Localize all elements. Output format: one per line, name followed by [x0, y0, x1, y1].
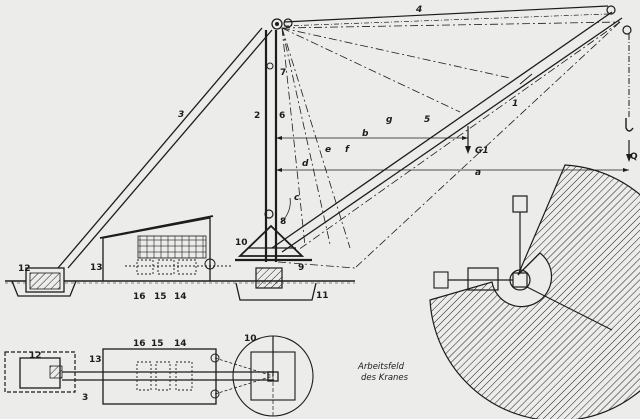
crane-mast — [264, 18, 283, 262]
label-plan-winch-15: 15 — [151, 339, 164, 349]
label-dim-d: d — [302, 159, 309, 169]
label-pulley: 7 — [280, 68, 286, 78]
label-plan-winch-14: 14 — [174, 339, 187, 349]
counterweight-foundation — [11, 267, 77, 297]
label-counterweight: 12 — [18, 264, 31, 274]
label-dim-b: b — [362, 129, 369, 139]
label-dim-c: c — [294, 193, 300, 203]
label-mast-inner: 6 — [279, 111, 285, 121]
plan-view — [4, 335, 314, 418]
caption-line-1: Arbeitsfeld — [357, 362, 405, 372]
label-building: 13 — [90, 263, 103, 273]
label-stay: 3 — [178, 110, 184, 120]
label-load-g1: G1 — [475, 146, 489, 156]
mast-base-frame — [235, 209, 312, 262]
label-dim-g: g — [386, 115, 393, 125]
label-mast-foundation: 11 — [316, 291, 329, 301]
label-winch-15: 15 — [154, 292, 167, 302]
label-winch-14: 14 — [174, 292, 187, 302]
label-dim-a: a — [475, 168, 481, 178]
label-load-q: Q — [630, 152, 638, 162]
caption-line-2: des Kranes — [361, 373, 409, 383]
label-base-frame: 10 — [235, 238, 248, 248]
label-dim-e: e — [325, 145, 331, 155]
label-boom-foot: 9 — [298, 263, 304, 273]
building — [99, 215, 232, 281]
labels: 1 2 3 4 5 6 7 8 9 10 11 12 13 14 15 16 a… — [18, 5, 638, 403]
back-stay — [57, 27, 273, 269]
crane-boom — [271, 5, 632, 253]
working-field — [429, 164, 640, 419]
load-hook — [625, 34, 634, 162]
label-pivot: 8 — [280, 217, 286, 227]
label-plan-counterweight: 12 — [29, 351, 42, 361]
label-mast: 2 — [254, 111, 260, 121]
label-plan-base: 10 — [244, 334, 257, 344]
boom-positions — [277, 21, 621, 269]
label-hoist-rope: 5 — [424, 115, 430, 125]
label-winch-16: 16 — [133, 292, 146, 302]
label-dim-f: f — [345, 145, 350, 155]
label-plan-building: 13 — [89, 355, 102, 365]
mast-foundation — [235, 267, 317, 301]
label-luffing-rope: 4 — [415, 5, 422, 15]
label-plan-stay: 3 — [82, 393, 88, 403]
label-plan-winch-16: 16 — [133, 339, 146, 349]
label-boom: 1 — [512, 99, 518, 109]
luffing-rope — [283, 5, 609, 28]
